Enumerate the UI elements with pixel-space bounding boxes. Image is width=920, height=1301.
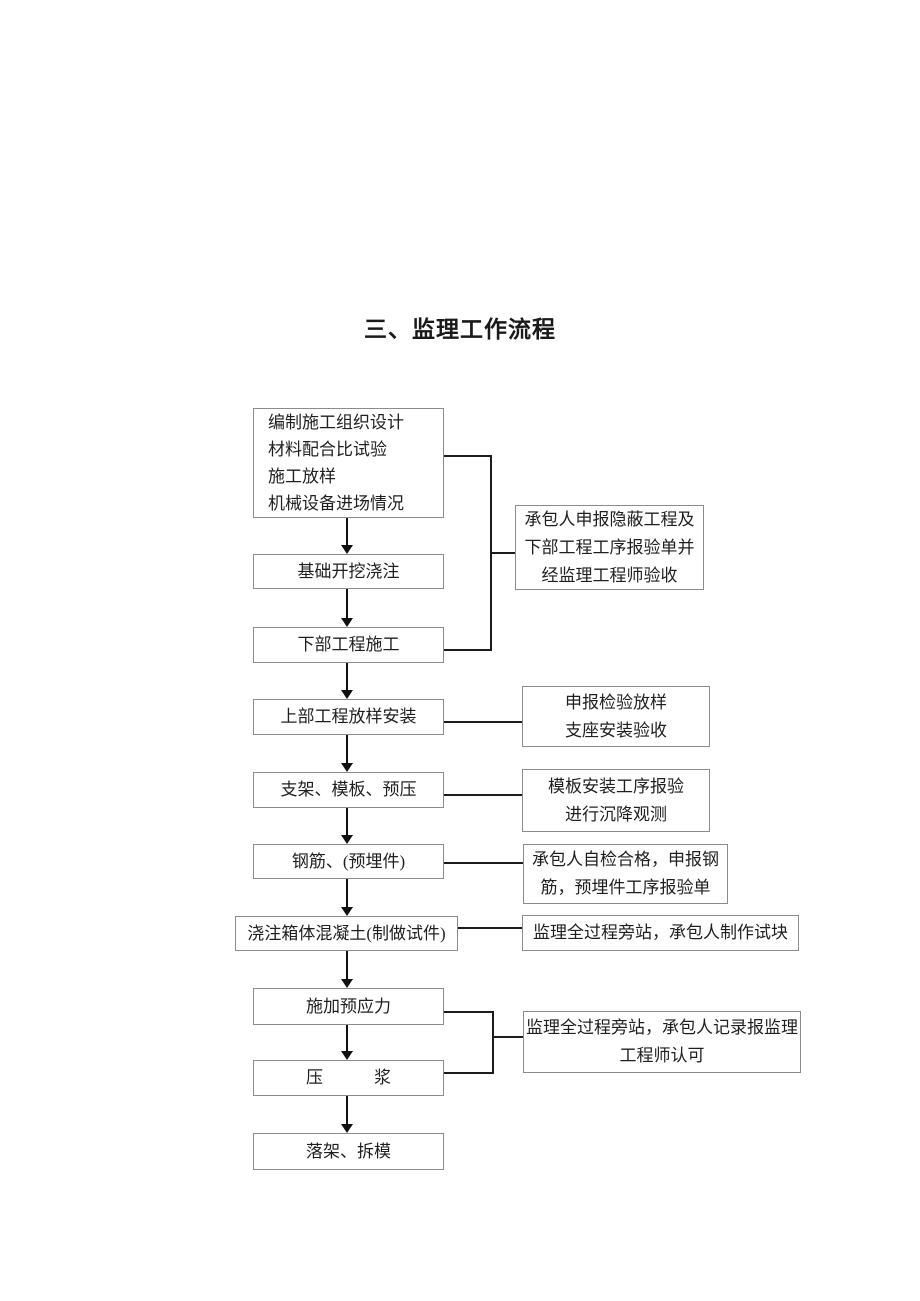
side-note-formwork-inspection: 模板安装工序报验 进行沉降观测 [522,769,710,832]
arrow-head-icon [341,690,353,699]
flow-arrow [341,518,353,554]
flow-step-preparation: 编制施工组织设计 材料配合比试验 施工放样 机械设备进场情况 [253,408,444,518]
side-note-hidden-works-inspection: 承包人申报隐蔽工程及 下部工程工序报验单并 经监理工程师验收 [515,505,704,590]
flow-step-substructure-construction: 下部工程施工 [253,627,444,663]
arrow-head-icon [341,907,353,916]
bracket-line [444,455,492,457]
flow-step-box-concrete-pouring: 浇注箱体混凝土(制做试件) [235,916,458,951]
flow-step-rebar-embedded-parts: 钢筋、(预埋件) [253,844,444,879]
arrow-shaft [346,735,348,765]
flow-step-foundation-excavation: 基础开挖浇注 [253,554,444,589]
connector-line [492,552,515,554]
connector-line [444,794,522,796]
arrow-shaft [346,951,348,981]
side-note-witness-record-approval: 监理全过程旁站，承包人记录报监理 工程师认可 [523,1011,801,1073]
connector-line [444,862,523,864]
arrow-shaft [346,663,348,692]
side-note-label: 承包人申报隐蔽工程及 下部工程工序报验单并 经监理工程师验收 [524,509,695,585]
connector-line [444,721,522,723]
arrow-shaft [346,879,348,909]
side-note-layout-inspection: 申报检验放样 支座安装验收 [522,686,710,747]
side-note-rebar-self-check: 承包人自检合格，申报钢 筋，预埋件工序报验单 [523,844,728,904]
arrow-shaft [346,518,348,547]
flow-step-label: 上部工程放样安装 [280,707,417,726]
flow-arrow [341,951,353,988]
page-title: 三、监理工作流程 [364,317,556,342]
flow-arrow [341,1096,353,1133]
arrow-head-icon [341,545,353,554]
arrow-head-icon [341,1124,353,1133]
arrow-head-icon [341,1051,353,1060]
side-note-label: 模板安装工序报验 进行沉降观测 [548,776,684,824]
flow-arrow [341,808,353,844]
bracket-line [490,455,492,651]
flow-arrow [341,1025,353,1060]
side-note-label: 承包人自检合格，申报钢 筋，预埋件工序报验单 [532,850,719,897]
arrow-shaft [346,808,348,837]
bracket-line [444,1072,494,1074]
arrow-head-icon [341,618,353,627]
connector-line [494,1036,523,1038]
flow-step-label: 施加预应力 [306,996,391,1016]
flow-arrow [341,735,353,772]
flow-arrow [341,589,353,627]
side-note-label: 申报检验放样 支座安装验收 [565,692,667,740]
flow-step-grouting: 压 浆 [253,1060,444,1096]
flow-arrow [341,879,353,916]
arrow-shaft [346,589,348,620]
arrow-head-icon [341,763,353,772]
flow-step-label: 支架、模板、预压 [280,780,417,799]
side-note-label: 监理全过程旁站，承包人记录报监理 工程师认可 [526,1018,798,1065]
arrow-shaft [346,1096,348,1126]
arrow-shaft [346,1025,348,1053]
arrow-head-icon [341,835,353,844]
arrow-head-icon [341,979,353,988]
flow-step-label: 基础开挖浇注 [297,561,400,581]
flow-step-superstructure-layout: 上部工程放样安装 [253,699,444,735]
flow-step-label: 编制施工组织设计 材料配合比试验 施工放样 机械设备进场情况 [268,413,404,513]
flow-step-label: 下部工程施工 [297,635,400,654]
flow-step-falsework-formwork-preload: 支架、模板、预压 [253,772,444,808]
flow-step-label: 压 浆 [306,1068,391,1087]
flow-step-label: 浇注箱体混凝土(制做试件) [247,923,446,943]
bracket-line [492,1011,494,1074]
side-note-witness-test-block: 监理全过程旁站，承包人制作试块 [522,915,799,951]
side-note-label: 监理全过程旁站，承包人制作试块 [533,923,788,942]
flow-step-apply-prestress: 施加预应力 [253,988,444,1025]
connector-line [458,927,522,929]
flow-arrow [341,663,353,699]
bracket-line [444,649,492,651]
flow-step-label: 钢筋、(预埋件) [291,851,406,871]
bracket-line [444,1011,494,1013]
flow-step-dismantle-frame-formwork: 落架、拆模 [253,1133,444,1170]
flow-step-label: 落架、拆模 [306,1141,391,1161]
